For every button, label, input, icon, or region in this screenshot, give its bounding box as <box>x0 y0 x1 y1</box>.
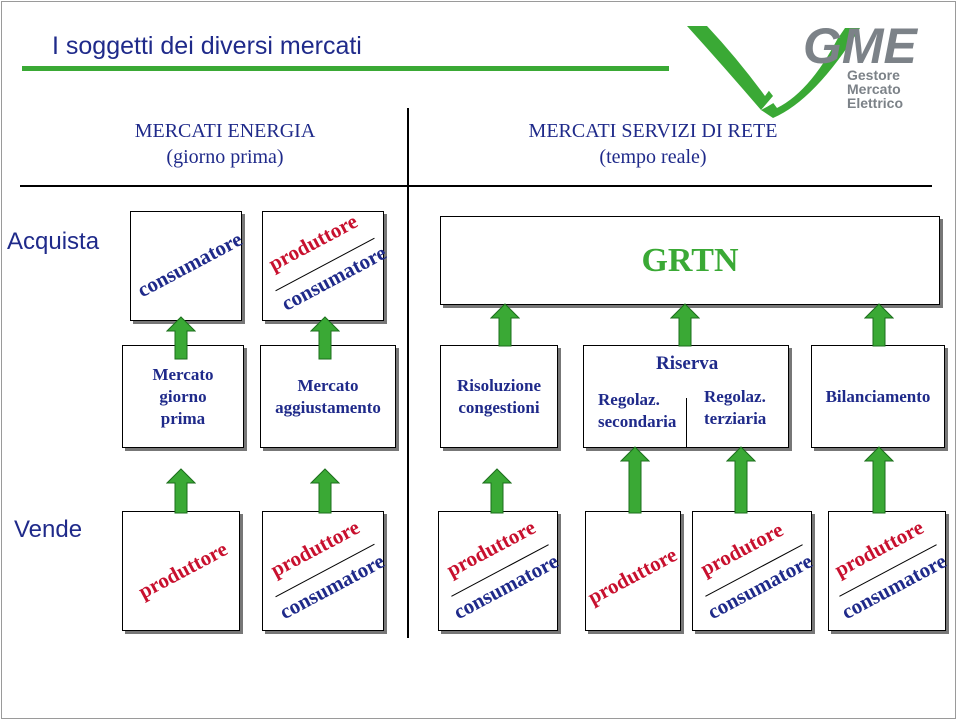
col-head-energia-line1: MERCATI ENERGIA <box>134 120 316 142</box>
market-rc: Risoluzione congestioni <box>440 345 558 448</box>
market-riserva <box>583 345 789 448</box>
arrow-up-icon <box>166 316 196 360</box>
seller-4-produttore: produttore <box>583 542 681 610</box>
row-label-vende: Vende <box>14 516 83 543</box>
riserva-ter-line1: Regolaz. <box>704 387 766 406</box>
gme-logo: GME Gestore Mercato Elettrico <box>687 18 919 118</box>
col-head-servizi-line1: MERCATI SERVIZI DI RETE <box>528 120 778 142</box>
seller-box-2: produttore consumatore <box>262 511 388 631</box>
arrow-up-icon <box>864 446 894 514</box>
market-bil: Bilanciamento <box>811 345 945 448</box>
riserva-divider <box>686 398 687 448</box>
arrow-up-icon <box>620 446 650 514</box>
riserva-ter-line2: terziaria <box>704 409 767 428</box>
title-underline <box>22 66 669 71</box>
arrow-up-icon <box>310 468 340 514</box>
seller-box-6: produttore consumatore <box>828 511 950 631</box>
seller-box-4: produttore <box>583 511 681 631</box>
riserva-sec-line1: Regolaz. <box>598 390 660 409</box>
arrow-up-icon <box>726 446 756 514</box>
seller-box-5: produtore consumatore <box>692 511 816 631</box>
column-divider <box>407 108 409 638</box>
arrow-up-icon <box>670 303 700 347</box>
arrow-up-icon <box>166 468 196 514</box>
market-mgp-line2: giorno <box>159 386 207 406</box>
arrow-up-icon <box>490 303 520 347</box>
market-mgp: Mercato giorno prima <box>122 345 244 448</box>
market-ma-line2: aggiustamento <box>275 397 381 417</box>
col-head-servizi: MERCATI SERVIZI DI RETE (tempo reale) <box>498 118 808 170</box>
buyer-consumatore: consumatore <box>133 226 247 303</box>
market-mgp-line1: Mercato <box>152 364 214 384</box>
market-bil-label: Bilanciamento <box>825 386 931 406</box>
seller-1-produttore: produttore <box>134 536 232 604</box>
grtn-label: GRTN <box>641 241 739 279</box>
market-mgp-line3: prima <box>160 408 206 428</box>
col-head-servizi-line2: (tempo reale) <box>599 146 707 168</box>
logo-acronym: GME <box>803 18 919 74</box>
arrow-up-icon <box>310 316 340 360</box>
market-rc-line1: Risoluzione <box>456 375 542 395</box>
seller-box-3: produttore consumatore <box>438 511 562 631</box>
market-ma: Mercato aggiustamento <box>260 345 396 448</box>
buyer-box-ma: produttore consumatore <box>262 209 390 321</box>
header-divider <box>20 185 932 187</box>
arrow-up-icon <box>864 303 894 347</box>
riserva-title: Riserva <box>656 353 719 374</box>
logo-line-1: Gestore <box>847 67 900 83</box>
market-ma-line1: Mercato <box>297 375 359 395</box>
arrow-up-icon <box>482 468 512 514</box>
logo-line-3: Elettrico <box>847 95 903 111</box>
buyer-box-mgp: consumatore <box>130 211 247 321</box>
market-rc-line2: congestioni <box>458 397 540 417</box>
seller-box-1: produttore <box>122 511 240 631</box>
logo-line-2: Mercato <box>847 81 901 97</box>
col-head-energia-line2: (giorno prima) <box>166 146 284 168</box>
row-label-acquista: Acquista <box>7 228 100 255</box>
col-head-energia: MERCATI ENERGIA (giorno prima) <box>115 118 335 170</box>
slide-title: I soggetti dei diversi mercati <box>52 32 362 60</box>
riserva-sec-line2: secondaria <box>598 412 677 431</box>
grtn-box <box>440 216 940 305</box>
